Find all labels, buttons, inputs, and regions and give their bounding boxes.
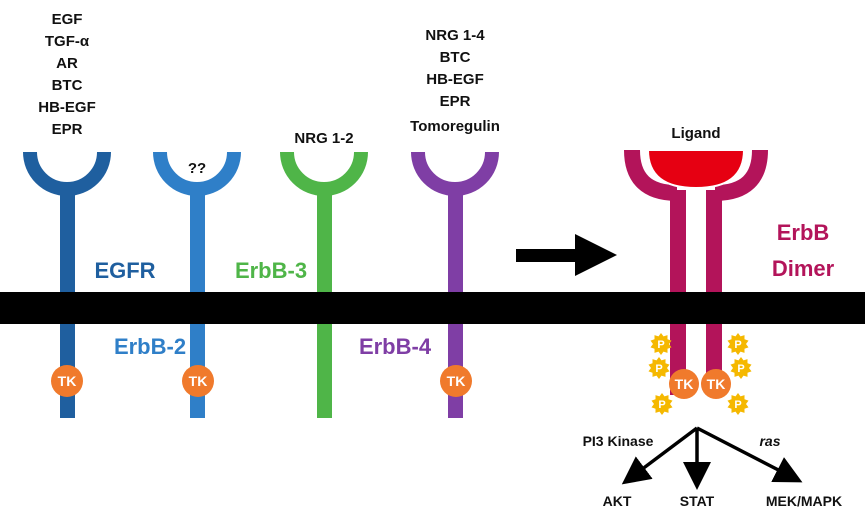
erbb3-label: ErbB-3: [235, 258, 307, 283]
egfr-ligand-epr: EPR: [52, 121, 83, 138]
egfr-tk-label: TK: [58, 373, 77, 389]
phosphate-burst-icon: [730, 357, 752, 379]
phosphate-badge: P: [727, 393, 749, 415]
activation-arrow: [516, 234, 617, 276]
erbb4-tk-domain: TK: [440, 365, 472, 397]
pi3-kinase-label: PI3 Kinase: [583, 433, 654, 449]
phosphate-label: P: [657, 339, 664, 351]
phosphate-burst-icon: [650, 333, 672, 355]
erbb3-receptor: [280, 151, 368, 418]
output-akt: AKT: [603, 493, 632, 509]
egfr-tk-domain: TK: [51, 365, 83, 397]
egfr-ligand-tgf-alpha: TGF-α: [45, 33, 90, 50]
erbb4-binding-cup: [411, 151, 499, 196]
phosphate-burst-icon: [727, 393, 749, 415]
dimer-tk-right: TK: [701, 369, 731, 399]
ras-label: ras: [759, 433, 780, 449]
erbb4-ligand-epr: EPR: [440, 93, 471, 110]
egfr-ligand-hb-egf: HB-EGF: [38, 99, 96, 116]
output-stat: STAT: [680, 493, 715, 509]
egfr-ligand-btc: BTC: [52, 77, 83, 94]
erbb4-label: ErbB-4: [359, 334, 432, 359]
dimer-name-line2: Dimer: [772, 256, 835, 281]
phosphate-label: P: [734, 399, 741, 411]
erbb2-label: ErbB-2: [114, 334, 186, 359]
phosphate-burst-icon: [648, 357, 670, 379]
erbb4-ligand-nrg: NRG 1-4: [425, 27, 485, 44]
phosphate-badge: P: [648, 357, 670, 379]
cell-membrane: [0, 292, 865, 324]
erbb3-ligand-nrg: NRG 1-2: [294, 130, 353, 147]
egfr-label: EGFR: [94, 258, 155, 283]
phosphate-label: P: [734, 339, 741, 351]
erbb2-tk-label: TK: [189, 373, 208, 389]
arrow-to-mek-mapk: [696, 426, 803, 483]
phosphate-burst-icon: [727, 333, 749, 355]
ligand-cap: [646, 149, 746, 190]
phosphate-label: P: [658, 399, 665, 411]
phosphate-label: P: [737, 363, 744, 375]
phosphate-burst-icon: [651, 393, 673, 415]
erbb2-tk-domain: TK: [182, 365, 214, 397]
erbb2-ligand-unknown: ??: [188, 160, 206, 177]
output-mek-mapk: MEK/MAPK: [766, 493, 842, 509]
arrow-to-akt: [621, 426, 699, 485]
phosphate-badge: P: [727, 333, 749, 355]
dimer-right-cup: [714, 149, 768, 201]
phosphate-label: P: [655, 363, 662, 375]
signaling-arrows: [621, 426, 803, 490]
erbb3-binding-cup: [280, 151, 368, 196]
egfr-ligand-egf: EGF: [52, 11, 83, 28]
erbb4-tk-label: TK: [447, 373, 466, 389]
egfr-binding-cup: [23, 151, 111, 196]
dimer-tk-left: TK: [669, 369, 699, 399]
erbb4-ligand-btc: BTC: [440, 49, 471, 66]
phosphate-badge: P: [651, 393, 673, 415]
egfr-ligand-ar: AR: [56, 55, 78, 72]
dimer-left-cup: [624, 149, 678, 201]
phosphate-badge: P: [730, 357, 752, 379]
erbb4-ligand-hb-egf: HB-EGF: [426, 71, 484, 88]
dimer-tk-left-label: TK: [675, 376, 694, 392]
phosphate-badge: P: [650, 333, 672, 355]
dimer-tk-right-label: TK: [707, 376, 726, 392]
erbb4-ligand-tomoregulin: Tomoregulin: [410, 118, 500, 135]
dimer-ligand-label: Ligand: [671, 125, 720, 142]
dimer-name-line1: ErbB: [777, 220, 830, 245]
